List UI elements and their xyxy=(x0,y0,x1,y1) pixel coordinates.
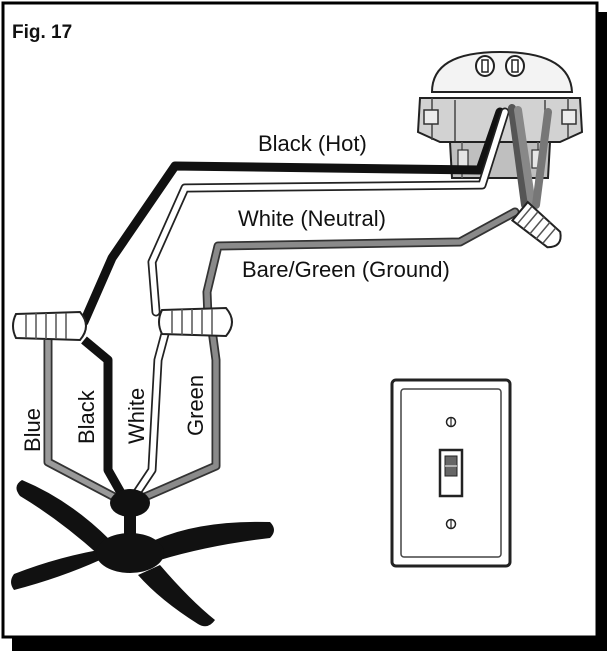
box-ground-wire xyxy=(508,104,529,209)
green-label: Green xyxy=(183,375,208,436)
neutral-wire-nut-icon xyxy=(158,306,233,338)
white-neutral-label: White (Neutral) xyxy=(238,206,386,231)
figure-label: Fig. 17 xyxy=(12,22,72,43)
black-hot-label: Black (Hot) xyxy=(258,131,367,156)
wall-switch-icon xyxy=(390,378,512,568)
ground-label: Bare/Green (Ground) xyxy=(242,257,450,282)
white-label: White xyxy=(124,388,149,444)
hot-wire-nut-icon xyxy=(12,310,87,342)
black-hot-wire xyxy=(79,107,505,327)
black-label: Black xyxy=(74,389,99,444)
ceiling-fan-icon xyxy=(11,480,274,627)
ground-wire-nut-icon xyxy=(510,200,562,249)
black-lead-wire xyxy=(81,336,129,503)
blue-label: Blue xyxy=(20,408,45,452)
